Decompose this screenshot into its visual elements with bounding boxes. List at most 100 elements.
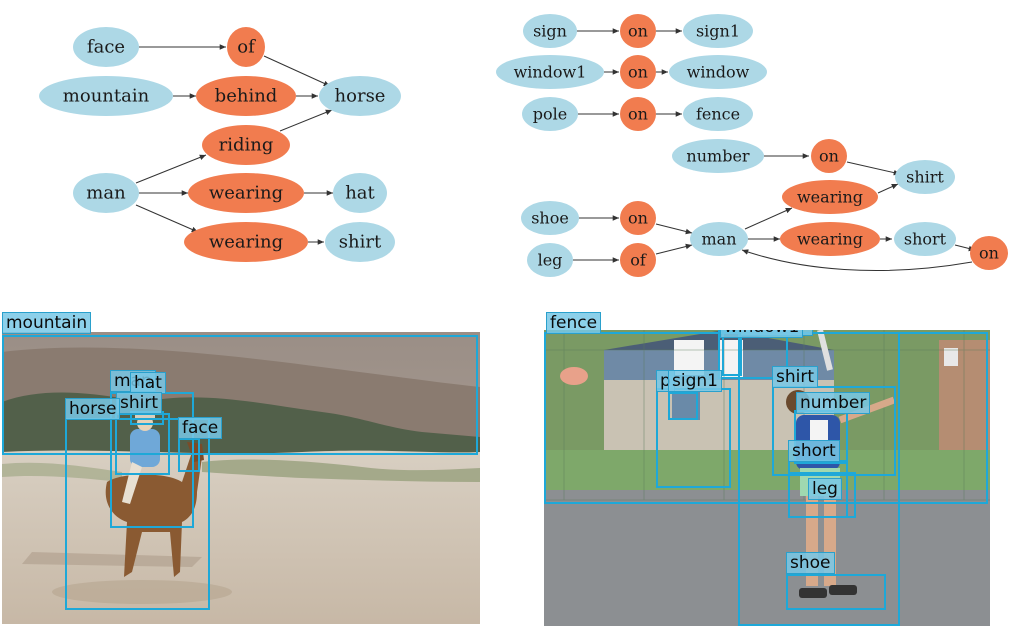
- relation-node-wearing: wearing: [780, 222, 880, 256]
- relation-node-on: on: [620, 201, 656, 235]
- edge: [846, 161, 901, 176]
- svg-text:riding: riding: [219, 135, 274, 156]
- edge: [655, 223, 693, 235]
- object-node-hat: hat: [333, 173, 387, 213]
- svg-text:wearing: wearing: [209, 183, 283, 204]
- relation-node-on: on: [620, 55, 656, 89]
- object-node-sign: sign: [523, 14, 577, 48]
- object-node-number: number: [672, 139, 764, 173]
- label-horse: horse: [65, 398, 121, 420]
- graph-right-edges: [573, 28, 976, 272]
- svg-text:mountain: mountain: [63, 86, 150, 107]
- label-sign1: sign1: [668, 370, 722, 392]
- label-fence: fence: [546, 312, 602, 334]
- photo-horse-rider-image: [2, 332, 480, 624]
- graph-right-nodes: sign on sign1 window1 on window pole on: [496, 14, 1008, 277]
- svg-text:horse: horse: [335, 86, 386, 107]
- label-hat: hat: [130, 372, 166, 394]
- bbox-horse: [65, 418, 210, 610]
- object-node-mountain: mountain: [39, 76, 173, 116]
- svg-text:short: short: [904, 230, 947, 249]
- edge: [655, 243, 693, 255]
- graph-left-nodes: face of mountain behind horse riding man: [39, 27, 401, 262]
- svg-text:man: man: [86, 183, 126, 204]
- svg-text:of: of: [237, 37, 256, 58]
- label-window1: window1: [720, 330, 804, 338]
- photo-girl-court-image: [544, 330, 990, 626]
- bbox-mountain: [2, 335, 478, 455]
- svg-text:number: number: [686, 147, 749, 166]
- relation-node-wearing: wearing: [188, 173, 304, 213]
- relation-node-on: on: [620, 14, 656, 48]
- svg-text:on: on: [628, 105, 648, 124]
- svg-text:of: of: [630, 251, 647, 270]
- object-node-man: man: [690, 222, 748, 256]
- bbox-shoe: [786, 574, 886, 610]
- bbox-face: [178, 438, 200, 472]
- object-node-leg: leg: [527, 243, 573, 277]
- svg-text:shirt: shirt: [339, 232, 382, 253]
- svg-text:window: window: [687, 63, 750, 82]
- object-node-window1: window1: [496, 55, 604, 89]
- object-node-window: window: [669, 55, 767, 89]
- object-node-shirt: shirt: [325, 222, 395, 262]
- label-shirt: shirt: [116, 392, 163, 414]
- label-face: face: [178, 417, 223, 439]
- edge: [135, 204, 199, 233]
- svg-text:behind: behind: [215, 86, 278, 107]
- edge: [279, 109, 333, 132]
- label-shirt: shirt: [772, 366, 819, 388]
- svg-text:sign1: sign1: [696, 22, 740, 41]
- photo-horse-rider: man hat shirt horse face: [2, 332, 480, 624]
- relation-node-of: of: [227, 27, 265, 67]
- relation-node-wearing: wearing: [782, 180, 878, 214]
- object-node-face: face: [73, 27, 139, 67]
- bbox-shirt: [115, 413, 170, 475]
- photo-girl-court: window window1 p sign1 shirt number shor…: [544, 330, 990, 626]
- svg-text:pole: pole: [533, 105, 567, 124]
- svg-text:sign: sign: [533, 22, 567, 41]
- label-shoe: shoe: [786, 552, 835, 574]
- relation-node-of: of: [620, 243, 656, 277]
- svg-text:on: on: [819, 147, 839, 166]
- bbox-leg: [788, 472, 856, 518]
- edge: [135, 154, 207, 184]
- svg-text:shirt: shirt: [906, 168, 944, 187]
- svg-text:on: on: [979, 244, 999, 263]
- object-node-pole: pole: [522, 97, 578, 131]
- relation-node-on: on: [811, 139, 847, 173]
- edge: [263, 55, 331, 87]
- svg-text:on: on: [628, 209, 648, 228]
- label-number: number: [796, 392, 871, 414]
- bbox-shirt: [772, 386, 896, 476]
- relation-node-wearing: wearing: [184, 222, 308, 262]
- svg-text:leg: leg: [538, 251, 563, 270]
- object-node-shoe: shoe: [521, 201, 579, 235]
- svg-text:window1: window1: [514, 63, 587, 82]
- relation-node-behind: behind: [196, 76, 296, 116]
- svg-text:shoe: shoe: [531, 209, 569, 228]
- svg-text:hat: hat: [345, 183, 375, 204]
- relation-node-on: on: [970, 236, 1008, 270]
- object-node-short: short: [894, 222, 956, 256]
- svg-text:on: on: [628, 22, 648, 41]
- object-node-fence: fence: [683, 97, 753, 131]
- scene-graphs: face of mountain behind horse riding man: [39, 14, 1008, 277]
- bbox-man: [738, 332, 900, 626]
- object-node-sign1: sign1: [683, 14, 753, 48]
- edge: [741, 249, 973, 272]
- svg-text:on: on: [628, 63, 648, 82]
- label-short: short: [788, 440, 840, 462]
- relation-node-riding: riding: [202, 125, 290, 165]
- svg-text:man: man: [701, 230, 736, 249]
- svg-text:wearing: wearing: [797, 230, 863, 249]
- relation-node-on: on: [620, 97, 656, 131]
- svg-text:wearing: wearing: [797, 188, 863, 207]
- graph-left-edges: [135, 44, 333, 245]
- svg-text:fence: fence: [696, 105, 740, 124]
- object-node-man: man: [73, 173, 139, 213]
- edge: [877, 183, 899, 194]
- object-node-shirt: shirt: [895, 160, 955, 194]
- label-mountain: mountain: [2, 312, 92, 334]
- svg-text:face: face: [87, 37, 125, 58]
